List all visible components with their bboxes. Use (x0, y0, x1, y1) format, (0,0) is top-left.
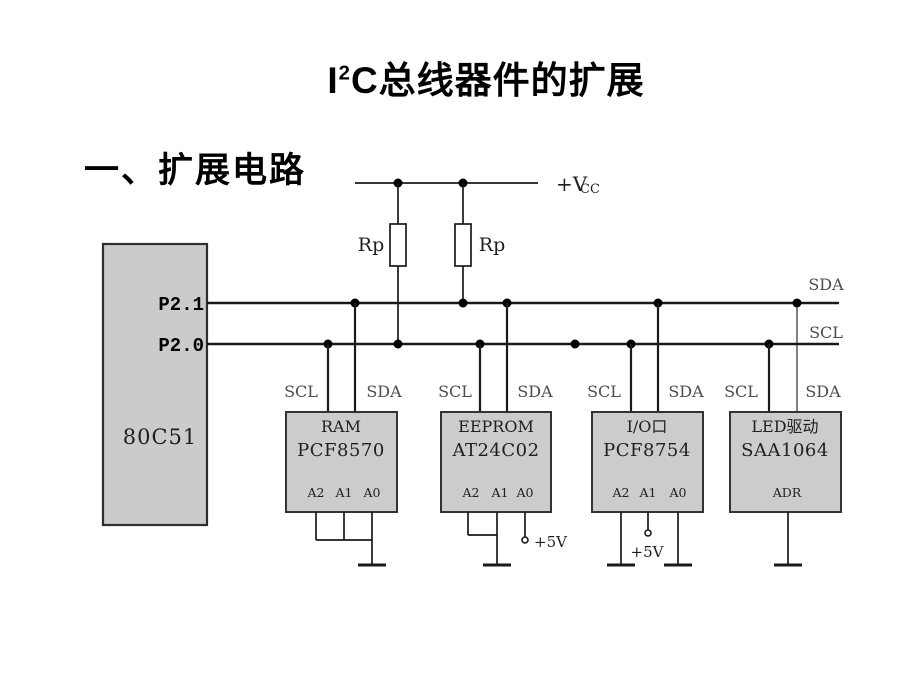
resistor-label: Rp (358, 234, 384, 256)
chip-part-number: PCF8570 (297, 440, 385, 461)
title-prefix: I (327, 60, 339, 101)
chip-type: LED驱动 (751, 417, 818, 436)
supply-label: +5V (631, 543, 665, 561)
chip-saa1064: SCL SDA LED驱动 SAA1064 ADR (724, 303, 842, 567)
addr-pin-a1: A1 (491, 485, 509, 500)
chip-type: I/O口 (627, 417, 668, 436)
scl-pin-label: SCL (587, 382, 621, 401)
sda-pin-label: SDA (517, 382, 553, 401)
sda-pin-label: SDA (366, 382, 402, 401)
vcc-label-sub: CC (580, 182, 600, 197)
mcu-80c51: P2.1 P2.0 80C51 (101, 242, 209, 527)
scl-bus: SCL (207, 323, 843, 349)
chip-part-number: SAA1064 (741, 440, 829, 461)
chip-pcf8754: SCL SDA I/O口 PCF8754 A2 A1 A0 +5V (587, 303, 704, 567)
pullup-resistor-right: Rp (454, 183, 505, 303)
scl-pin-label: SCL (438, 382, 472, 401)
chip-body (729, 411, 842, 513)
scl-pin-label: SCL (724, 382, 758, 401)
section-heading: 一、扩展电路 (84, 151, 307, 190)
chip-body (440, 411, 552, 513)
supply-terminal (644, 529, 652, 537)
junction-dot (458, 298, 468, 308)
resistor-body (454, 223, 472, 267)
slide-title-text: I2C总线器件的扩展 (327, 60, 644, 101)
chip-part-number: AT24C02 (451, 440, 539, 461)
addr-pin-a0: A0 (363, 485, 381, 500)
junction-dot (570, 339, 580, 349)
scl-pin-label: SCL (284, 382, 318, 401)
slide-title: I2C总线器件的扩展 (0, 50, 920, 104)
pullup-resistor-left: Rp (358, 183, 407, 344)
chip-part-number: PCF8754 (603, 440, 691, 461)
resistor-label: Rp (479, 234, 505, 256)
sda-pin-label: SDA (668, 382, 704, 401)
mcu-name: 80C51 (123, 425, 198, 449)
sda-pin-label: SDA (805, 382, 841, 401)
chip-type: EEPROM (458, 417, 534, 436)
scl-bus-label: SCL (809, 323, 843, 342)
junction-dot (393, 339, 403, 349)
sda-bus: SDA (207, 275, 844, 308)
sda-bus-label: SDA (808, 275, 844, 294)
mcu-body (101, 242, 209, 527)
chip-body (285, 411, 398, 513)
title-rest: C总线器件的扩展 (350, 60, 645, 101)
chip-type: RAM (321, 417, 361, 436)
addr-pin-a2: A2 (462, 485, 480, 500)
addr-pin-adr: ADR (772, 485, 802, 500)
chip-body (591, 411, 704, 513)
addr-pin-a1: A1 (639, 485, 657, 500)
mcu-pin-p21: P2.1 (158, 294, 204, 316)
supply-terminal (521, 536, 529, 544)
vcc-label: +V (556, 172, 588, 196)
supply-label: +5V (534, 533, 568, 551)
addr-pin-a2: A2 (612, 485, 630, 500)
addr-pin-a0: A0 (516, 485, 534, 500)
addr-pin-a0: A0 (669, 485, 687, 500)
addr-pin-a1: A1 (335, 485, 353, 500)
mcu-pin-p20: P2.0 (158, 335, 204, 357)
addr-pin-a2: A2 (307, 485, 325, 500)
title-superscript: 2 (338, 62, 351, 85)
resistor-body (389, 223, 407, 267)
chip-at24c02: SCL SDA EEPROM AT24C02 A2 A1 A0 +5V (438, 303, 568, 567)
vcc-rail: +V CC (355, 172, 600, 197)
chip-pcf8570: SCL SDA RAM PCF8570 A2 A1 A0 (284, 303, 402, 567)
